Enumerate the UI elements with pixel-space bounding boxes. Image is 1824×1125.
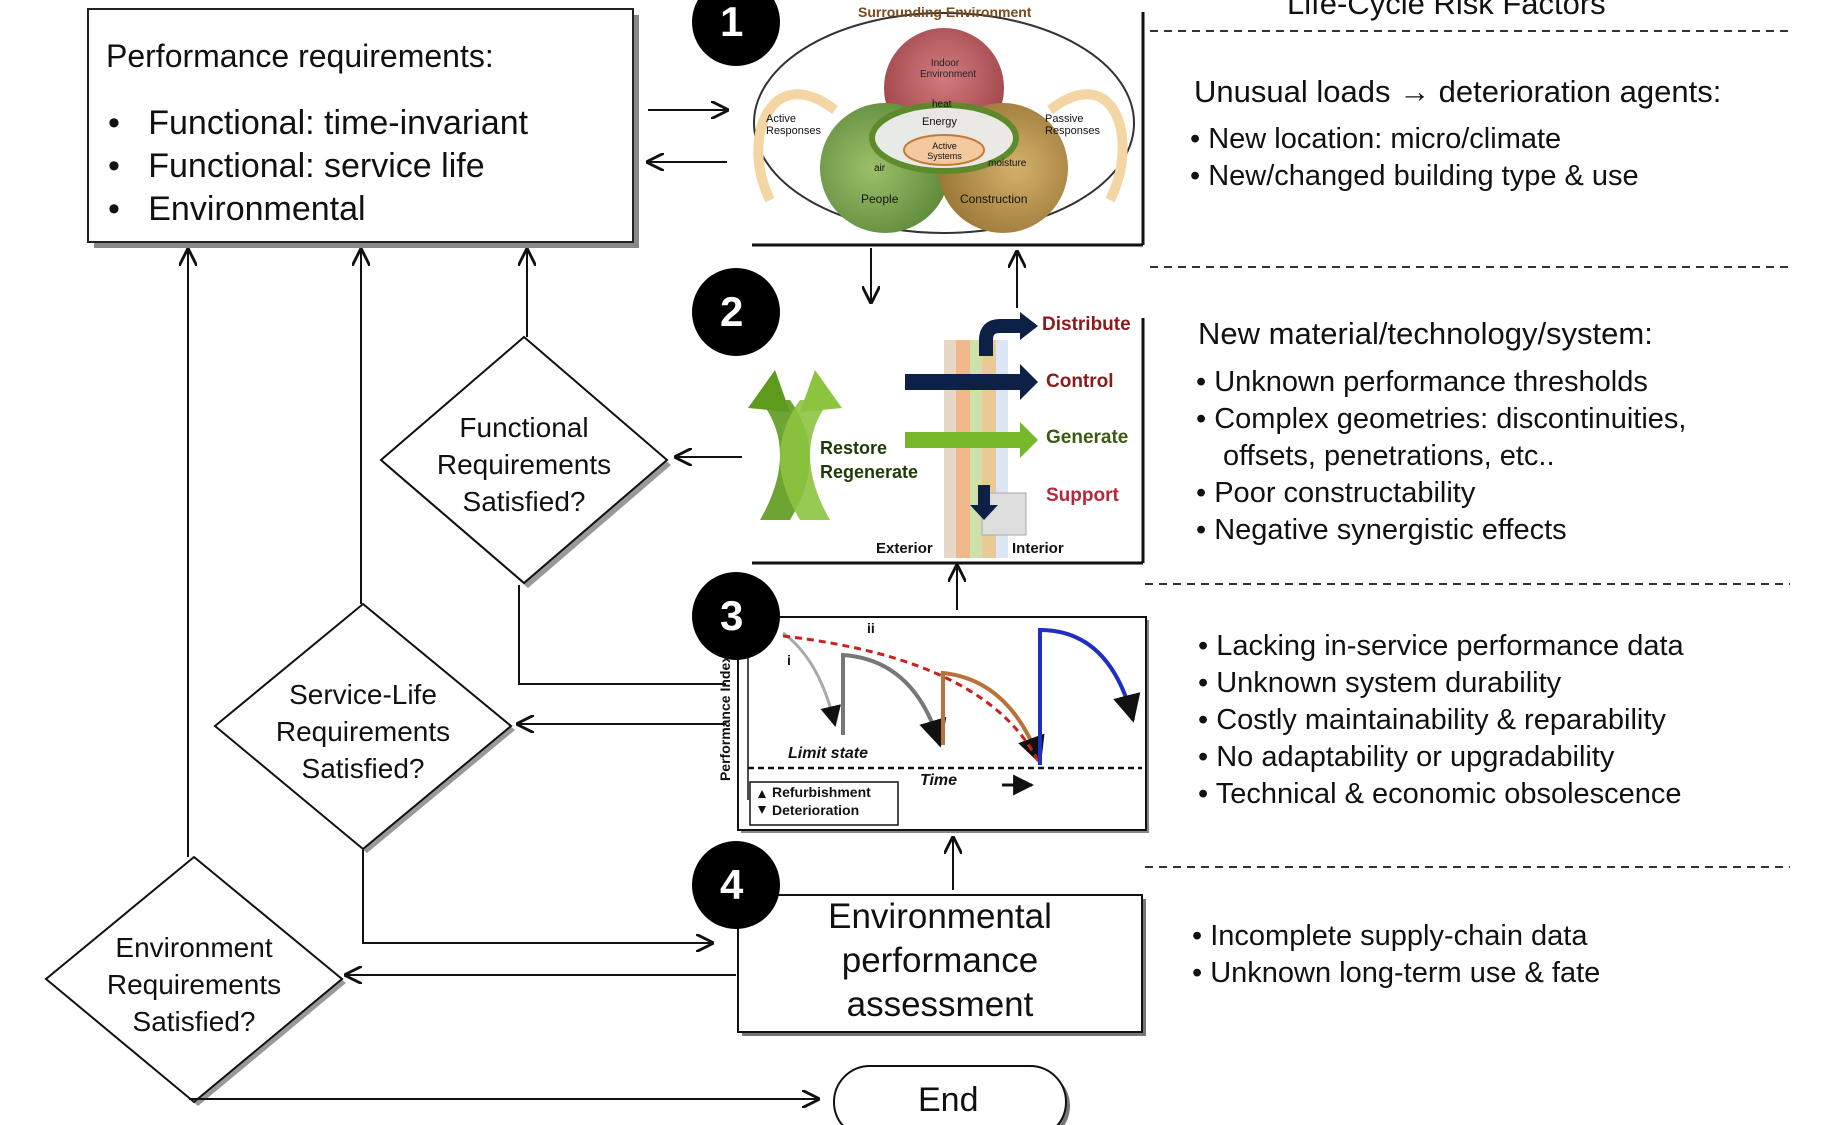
performance-requirements-title: Performance requirements: <box>106 38 494 74</box>
distribute-label: Distribute <box>1042 314 1131 335</box>
step-number-3: 3 <box>720 592 744 639</box>
step-number-4: 4 <box>720 861 744 908</box>
restore-regenerate-arrows <box>748 370 842 520</box>
regenerate-label: Regenerate <box>820 462 919 482</box>
active-responses-arrow <box>753 89 839 203</box>
functional-decision-label: Functional Requirements Satisfied? <box>436 412 612 517</box>
flow-connectors <box>188 110 1017 1100</box>
risk-section-3-item: • Lacking in-service performance data <box>1198 630 1684 662</box>
risk-section-2-heading: New material/technology/system: <box>1198 316 1653 351</box>
performance-requirement-item: • Functional: time-invariant <box>108 104 529 142</box>
legend-deterioration: Deterioration <box>772 802 860 818</box>
risk-section-3-item: • Unknown system durability <box>1198 667 1562 699</box>
control-label: Control <box>1046 371 1114 392</box>
risk-section-1-item: • New location: micro/climate <box>1190 123 1562 155</box>
risk-section-2-item: • Poor constructability <box>1196 477 1476 509</box>
panel-1-frame <box>752 12 1145 247</box>
active-responses-label: Active Responses <box>766 113 822 137</box>
end-terminator <box>833 1065 1067 1125</box>
moisture-label: moisture <box>988 158 1027 169</box>
env-assessment-box <box>737 894 1143 1033</box>
performance-requirement-item: • Environmental <box>108 190 366 228</box>
people-label: People <box>861 192 899 206</box>
distribute-arrow <box>979 319 1022 356</box>
panel-2-frame <box>748 312 1145 565</box>
curve-ii-label: ii <box>867 620 875 636</box>
service-life-diamond <box>213 602 513 851</box>
environment-diamond <box>44 855 344 1104</box>
risk-section-1-item: • New/changed building type & use <box>1190 160 1639 192</box>
exterior-label: Exterior <box>876 540 933 557</box>
risk-section-1-heading: Unusual loads → deterioration agents: <box>1194 74 1722 109</box>
panel-3-legend-box <box>749 781 899 826</box>
panel-3-chart <box>737 616 1149 833</box>
step-number-1: 1 <box>720 0 744 45</box>
end-label: End <box>918 1081 979 1119</box>
env-assessment-label: Environmental performance assessment <box>828 897 1052 1024</box>
legend-refurbishment: Refurbishment <box>772 784 871 800</box>
interior-label: Interior <box>1012 540 1064 557</box>
risk-section-2-item: • Unknown performance thresholds <box>1196 366 1648 398</box>
risk-section-2-item: • Complex geometries: discontinuities, <box>1196 403 1687 435</box>
heat-label: heat <box>932 99 952 110</box>
risk-section-4-item: • Incomplete supply-chain data <box>1192 920 1588 952</box>
curve-3 <box>1038 627 1141 765</box>
time-label: Time <box>920 772 958 789</box>
environment-decision-label: Environment Requirements Satisfied? <box>106 932 282 1037</box>
step-badges <box>692 0 780 929</box>
energy-label: Energy <box>922 116 957 128</box>
risk-separators <box>1145 30 1790 868</box>
risk-section-3-item: • No adaptability or upgradability <box>1198 741 1615 773</box>
passive-responses-arrow <box>1046 89 1128 203</box>
construction-label: Construction <box>960 192 1028 206</box>
service-life-decision-label: Service-Life Requirements Satisfied? <box>275 679 451 784</box>
control-arrow <box>905 374 1023 390</box>
active-systems-label: Active Systems <box>927 141 962 161</box>
risk-section-2-item: • Negative synergistic effects <box>1196 514 1567 546</box>
step-number-2: 2 <box>720 288 744 335</box>
curve-ii <box>782 634 1042 766</box>
limit-state-label: Limit state <box>788 745 869 762</box>
surrounding-environment-label: Surrounding Environment <box>858 4 1032 20</box>
generate-label: Generate <box>1046 427 1129 448</box>
air-label: air <box>874 163 886 174</box>
generate-arrow <box>905 432 1023 448</box>
risk-factors-title: Life-Cycle Risk Factors <box>1287 0 1606 21</box>
performance-requirements-box <box>87 8 634 243</box>
curve-i <box>782 631 841 728</box>
functional-diamond <box>379 335 669 585</box>
risk-section-2-item: offsets, penetrations, etc.. <box>1223 440 1555 472</box>
curve-2 <box>941 670 1045 765</box>
indoor-environment-label: Indoor Environment <box>920 58 977 80</box>
support-label: Support <box>1046 485 1119 506</box>
risk-section-3-item: • Costly maintainability & reparability <box>1198 704 1666 736</box>
performance-requirement-item: • Functional: service life <box>108 147 485 185</box>
curve-i-label: i <box>787 652 791 668</box>
performance-index-label: Performance Index <box>717 654 734 782</box>
risk-section-3-item: • Technical & economic obsolescence <box>1198 778 1682 810</box>
risk-section-4-item: • Unknown long-term use & fate <box>1192 957 1601 989</box>
passive-responses-label: Passive Responses <box>1045 113 1101 137</box>
restore-label: Restore <box>820 438 888 458</box>
curve-1 <box>841 652 947 748</box>
support-arrow <box>978 485 990 507</box>
